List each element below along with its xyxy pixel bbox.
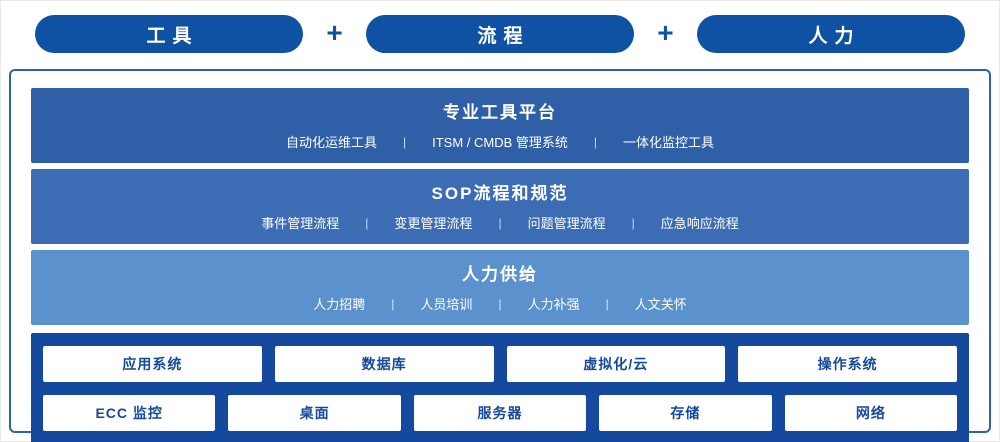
pill-process: 流程 bbox=[365, 15, 634, 53]
band-tool-platform: 专业工具平台 自动化运维工具 | ITSM / CMDB 管理系统 | 一体化监… bbox=[31, 88, 969, 163]
grid-row-1: 应用系统 数据库 虚拟化/云 操作系统 bbox=[43, 346, 957, 382]
band-title: SOP流程和规范 bbox=[431, 184, 569, 203]
band-item: 人员培训 bbox=[420, 297, 473, 312]
band-title: 专业工具平台 bbox=[443, 103, 557, 122]
band-item: 应急响应流程 bbox=[660, 216, 739, 231]
band-items: 人力招聘 | 人员培训 | 人力补强 | 人文关怀 bbox=[31, 294, 969, 313]
separator: | bbox=[605, 296, 609, 311]
grid-cell-storage: 存储 bbox=[599, 395, 772, 431]
grid-row-2: ECC 监控 桌面 服务器 存储 网络 bbox=[43, 395, 958, 431]
pill-manpower-label: 人力 bbox=[808, 25, 861, 47]
grid-cell-server: 服务器 bbox=[413, 395, 587, 431]
band-item: 一体化监控工具 bbox=[623, 135, 715, 150]
band-title: 人力供给 bbox=[462, 265, 538, 284]
grid-cell-application-system: 应用系统 bbox=[43, 346, 262, 382]
band-items: 自动化运维工具 | ITSM / CMDB 管理系统 | 一体化监控工具 bbox=[31, 132, 969, 151]
separator: | bbox=[498, 296, 502, 311]
band-item: 事件管理流程 bbox=[261, 216, 340, 231]
grid-cell-virtualization-cloud: 虚拟化/云 bbox=[506, 346, 726, 382]
band-sop-process: SOP流程和规范 事件管理流程 | 变更管理流程 | 问题管理流程 | 应急响应… bbox=[31, 169, 969, 244]
band-item: 人力招聘 bbox=[313, 297, 366, 312]
infrastructure-grid: 应用系统 数据库 虚拟化/云 操作系统 ECC 监控 桌面 服务器 存储 网络 bbox=[31, 333, 969, 442]
pill-tools: 工具 bbox=[35, 15, 303, 53]
band-item: ITSM / CMDB 管理系统 bbox=[432, 135, 568, 150]
band-manpower-supply: 人力供给 人力招聘 | 人员培训 | 人力补强 | 人文关怀 bbox=[31, 250, 969, 325]
separator: | bbox=[402, 134, 407, 149]
separator: | bbox=[631, 215, 635, 230]
band-item: 自动化运维工具 bbox=[285, 135, 377, 150]
grid-cell-operating-system: 操作系统 bbox=[738, 346, 957, 382]
grid-cell-network: 网络 bbox=[784, 395, 958, 431]
main-container: 专业工具平台 自动化运维工具 | ITSM / CMDB 管理系统 | 一体化监… bbox=[9, 69, 991, 442]
band-item: 人力补强 bbox=[527, 297, 580, 312]
grid-cell-ecc-monitoring: ECC 监控 bbox=[43, 395, 216, 431]
band-items: 事件管理流程 | 变更管理流程 | 问题管理流程 | 应急响应流程 bbox=[31, 213, 969, 232]
grid-cell-database: 数据库 bbox=[274, 346, 494, 382]
grid-cell-desktop: 桌面 bbox=[228, 395, 401, 431]
header-pills-row: 工具 + 流程 + 人力 bbox=[1, 1, 999, 54]
pill-process-label: 流程 bbox=[477, 25, 530, 47]
pill-tools-label: 工具 bbox=[146, 25, 199, 47]
band-item: 问题管理流程 bbox=[527, 216, 606, 231]
plus-icon: + bbox=[326, 17, 343, 48]
separator: | bbox=[593, 134, 598, 149]
pill-manpower: 人力 bbox=[696, 15, 965, 53]
band-item: 变更管理流程 bbox=[394, 216, 473, 231]
separator: | bbox=[365, 215, 369, 230]
separator: | bbox=[391, 296, 395, 311]
separator: | bbox=[498, 215, 502, 230]
band-item: 人文关怀 bbox=[634, 297, 687, 312]
plus-icon: + bbox=[657, 17, 674, 48]
